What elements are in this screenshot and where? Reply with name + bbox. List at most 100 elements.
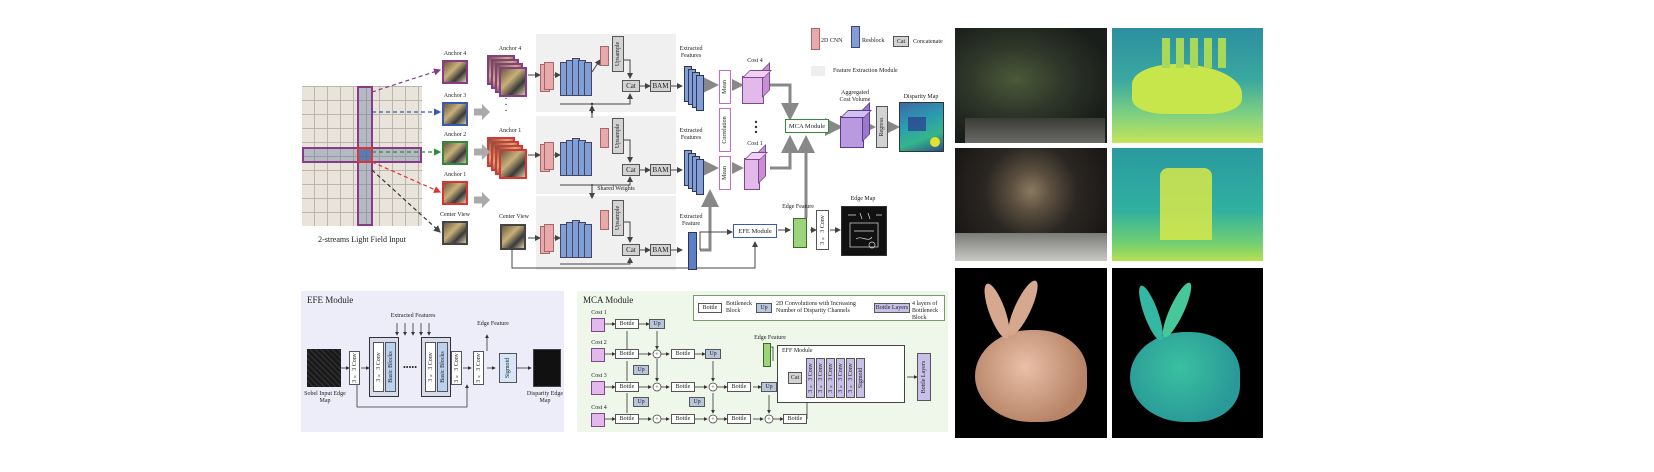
result-ball-disparity xyxy=(1112,148,1263,261)
mean-bottom: Mean xyxy=(719,156,731,190)
center-view-stack xyxy=(500,224,526,250)
legend-2dcnn-icon xyxy=(811,28,820,50)
mca-plus-4: + xyxy=(711,385,715,391)
cnn-small-row2 xyxy=(600,128,609,148)
mca-plus-5: + xyxy=(711,417,715,423)
anchor-1-label: Anchor 1 xyxy=(443,172,467,178)
mca-cost-2-label: Cost 2 xyxy=(591,340,607,346)
anchor-2-thumb xyxy=(442,141,468,165)
cnn-block-row3 xyxy=(540,224,554,254)
mca-up-r3-left: Up xyxy=(633,397,649,407)
stack-ellipsis: ··· xyxy=(504,94,508,117)
anchor-1-stack xyxy=(487,137,527,182)
efe-block-group-2: 3 × 3 Conv Basic Blocks xyxy=(421,337,451,397)
anchor-4-stack xyxy=(487,55,527,100)
anchor-4-label: Anchor 4 xyxy=(443,51,467,57)
feature-module-bg-3 xyxy=(536,196,676,270)
legend: 2D CNN Resblock Cat Concatenate Feature … xyxy=(805,24,955,84)
mean-top: Mean xyxy=(719,70,731,104)
efe-panel: EFE Module Extracted Features Edge Featu… xyxy=(301,291,564,432)
anchor-3-label: Anchor 3 xyxy=(443,93,467,99)
mca-up-r3-mid: Up xyxy=(689,397,705,407)
anchor-4-stack-label: Anchor 4 xyxy=(498,46,522,52)
mca-cost-1-label: Cost 1 xyxy=(591,310,607,316)
cnn-block-row1 xyxy=(540,62,554,92)
legend-cat-box: Cat xyxy=(893,36,909,47)
result-ball-photo xyxy=(955,148,1107,261)
eff-module-box: EFF Module Cat 3 × 3 Conv 3 × 3 Conv 3 ×… xyxy=(777,345,905,403)
aggregated-cube xyxy=(840,102,872,148)
cat-box-row1: Cat xyxy=(622,80,640,92)
mca-bottle-r3a: Bottle xyxy=(615,382,639,392)
mca-bottle-r2b: Bottle xyxy=(671,349,695,359)
mca-up-r3: Up xyxy=(761,382,777,392)
efe-sigmoid: Sigmoid xyxy=(499,353,517,383)
cat-box-row3: Cat xyxy=(622,244,640,256)
mca-up-r1: Up xyxy=(649,319,665,329)
edge-feature-block xyxy=(793,218,807,248)
mca-bottle-r3c: Bottle xyxy=(727,382,751,392)
legend-feature-module-label: Feature Extraction Module xyxy=(833,68,898,74)
efe-module-box: EFE Module xyxy=(733,224,777,238)
mca-plus-2: + xyxy=(655,385,659,391)
extracted-feature-label-3: Extracted Feature xyxy=(679,214,703,227)
center-view-stack-label: Center View xyxy=(498,214,530,220)
legend-resblock-icon xyxy=(851,26,860,48)
anchor-4-thumb xyxy=(442,60,468,84)
efe-disparity-edge-label: Disparity Edge Map xyxy=(526,391,564,404)
result-bunny-disparity xyxy=(1112,268,1263,438)
disparity-map-label: Disparity Map xyxy=(903,94,939,100)
bam-box-row2: BAM xyxy=(650,164,671,176)
mca-edge-feature-block xyxy=(763,343,771,367)
mca-bottle-r2a: Bottle xyxy=(615,349,639,359)
center-view-thumb xyxy=(442,221,468,245)
extracted-features-label-1: Extracted Features xyxy=(679,46,703,59)
efe-panel-title: EFE Module xyxy=(307,295,354,305)
bam-box-row1: BAM xyxy=(650,80,671,92)
cost-1-label: Cost 1 xyxy=(747,141,763,147)
cat-box-row2: Cat xyxy=(622,164,640,176)
mca-cost-1-cube xyxy=(591,318,605,332)
main-diagram: 2-streams Light Field Input Anchor 4 Anc… xyxy=(0,0,955,290)
results-grid xyxy=(955,28,1265,438)
efe-block-group-1: 3 × 3 Conv Basic Blocks xyxy=(369,337,399,397)
mca-bottle-layers: Bottle Layers xyxy=(917,353,931,401)
input-label: 2-streams Light Field Input xyxy=(318,235,406,244)
mca-up-r2: Up xyxy=(705,349,721,359)
conv-box-main: 3 × 3 Conv xyxy=(816,210,829,250)
resblock-group-row1 xyxy=(560,58,592,98)
mca-bottle-r1: Bottle xyxy=(615,319,639,329)
cnn-small-row3 xyxy=(600,210,609,230)
mca-cost-3-label: Cost 3 xyxy=(591,373,607,379)
efe-extracted-features-label: Extracted Features xyxy=(390,313,436,319)
edge-feature-label: Edge Feature xyxy=(782,204,814,210)
efe-disparity-edge-image xyxy=(533,349,561,387)
feature-single xyxy=(688,232,697,270)
anchor-3-thumb xyxy=(442,102,468,126)
mca-module-box: MCA Module xyxy=(785,119,829,133)
cnn-block-row2 xyxy=(540,142,554,172)
cost-4-cube xyxy=(742,62,772,104)
legend-feature-module-swatch xyxy=(811,66,825,76)
efe-panel-arrows xyxy=(341,323,532,408)
regress-box: Regress xyxy=(876,106,888,148)
mca-bottle-r4a: Bottle xyxy=(615,414,639,424)
anchor-1-stack-label: Anchor 1 xyxy=(498,128,522,134)
resblock-group-row3 xyxy=(560,220,592,260)
result-stegosaurus-disparity xyxy=(1112,28,1263,143)
mca-cost-3-cube xyxy=(591,381,605,395)
center-view-highlight xyxy=(357,147,373,163)
disparity-map-image xyxy=(899,102,944,152)
upsample-row2: Upsample xyxy=(612,118,624,154)
shared-weights-label: Shared Weights xyxy=(597,186,635,192)
resblock-group-row2 xyxy=(560,138,592,178)
cost-4-label: Cost 4 xyxy=(747,58,763,64)
cost-1-cube xyxy=(744,144,768,190)
upsample-row3: Upsample xyxy=(612,200,624,236)
mca-bottle-r3b: Bottle xyxy=(671,382,695,392)
anchor-2-label: Anchor 2 xyxy=(443,132,467,138)
mca-panel: MCA Module Bottle Bottleneck Block Up 2D… xyxy=(577,291,948,432)
cnn-small-row1 xyxy=(600,46,609,66)
mca-panel-title: MCA Module xyxy=(583,295,634,305)
mca-bottle-r4d: Bottle xyxy=(783,414,807,424)
